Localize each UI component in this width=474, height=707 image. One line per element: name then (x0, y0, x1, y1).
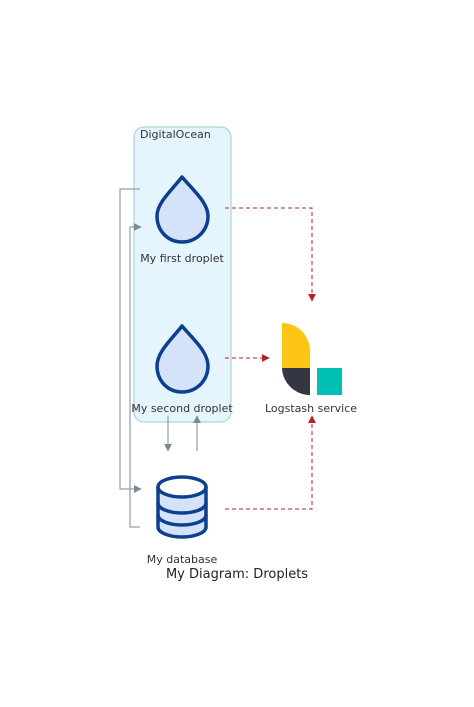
diagram-caption: My Diagram: Droplets (165, 567, 309, 582)
edge-database-to-logstash (225, 415, 316, 510)
logstash-icon (282, 323, 342, 395)
database-icon (156, 475, 208, 539)
database-label: My database (146, 553, 218, 566)
droplet-icon (155, 175, 210, 244)
logstash-label: Logstash service (264, 402, 358, 415)
droplet-1-label: My first droplet (140, 252, 224, 265)
cluster-digitalocean (133, 126, 232, 423)
edge-droplet1-to-logstash (225, 207, 316, 302)
edge-database-to-droplet1 (129, 223, 142, 528)
droplet-2-label: My second droplet (131, 402, 233, 415)
droplet-icon (155, 324, 210, 394)
cluster-label: DigitalOcean (140, 128, 211, 141)
